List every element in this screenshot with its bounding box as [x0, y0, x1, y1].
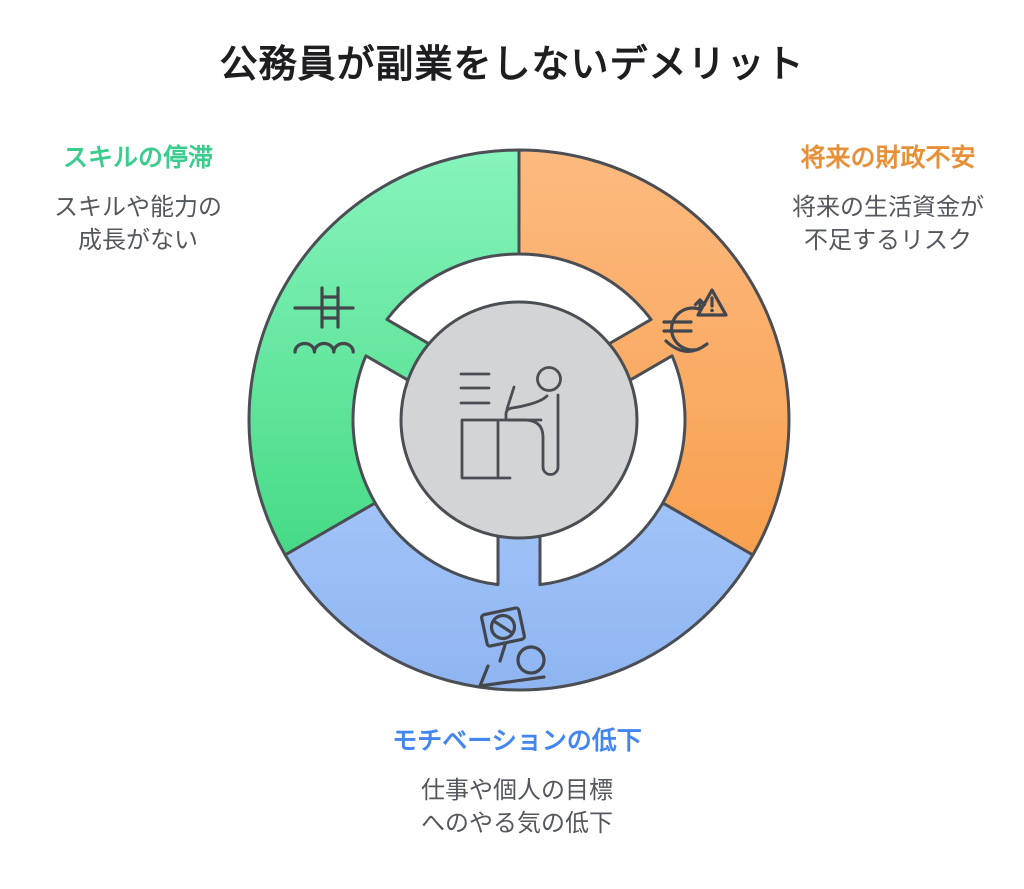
- euro-warning-icon: [662, 288, 728, 353]
- segment-desc-line: スキルや能力の: [54, 194, 222, 221]
- segment-heading-skills: スキルの停滞: [62, 144, 213, 172]
- segment-desc-line: 将来の生活資金が: [792, 194, 984, 221]
- segment-desc-line: 不足するリスク: [804, 227, 972, 254]
- segment-desc-line: 仕事や個人の目標: [420, 777, 613, 804]
- segment-heading-motivation: モチベーションの低下: [392, 727, 642, 755]
- pool-ladder-icon: [293, 286, 355, 354]
- callout-finances: 将来の財政不安 将来の生活資金が 不足するリスク: [792, 138, 984, 257]
- segment-desc-line: へのやる気の低下: [420, 810, 613, 837]
- callout-motivation: モチベーションの低下 仕事や個人の目標 へのやる気の低下: [392, 721, 642, 840]
- segment-desc-line: 成長がない: [78, 227, 198, 254]
- donut-segments: [247, 148, 791, 692]
- callout-skills: スキルの停滞 スキルや能力の 成長がない: [54, 138, 222, 257]
- page-title: 公務員が副業をしないデメリット: [219, 44, 805, 86]
- segment-desc-motivation: 仕事や個人の目標 へのやる気の低下: [392, 774, 642, 840]
- protest-sign-icon: [478, 606, 546, 688]
- segment-heading-finances: 将来の財政不安: [800, 144, 976, 172]
- segment-finances: [517, 148, 791, 557]
- segment-desc-skills: スキルや能力の 成長がない: [54, 191, 222, 257]
- person-desk-icon: [459, 366, 562, 480]
- segment-motivation: [283, 501, 755, 692]
- segment-desc-finances: 将来の生活資金が 不足するリスク: [792, 191, 984, 257]
